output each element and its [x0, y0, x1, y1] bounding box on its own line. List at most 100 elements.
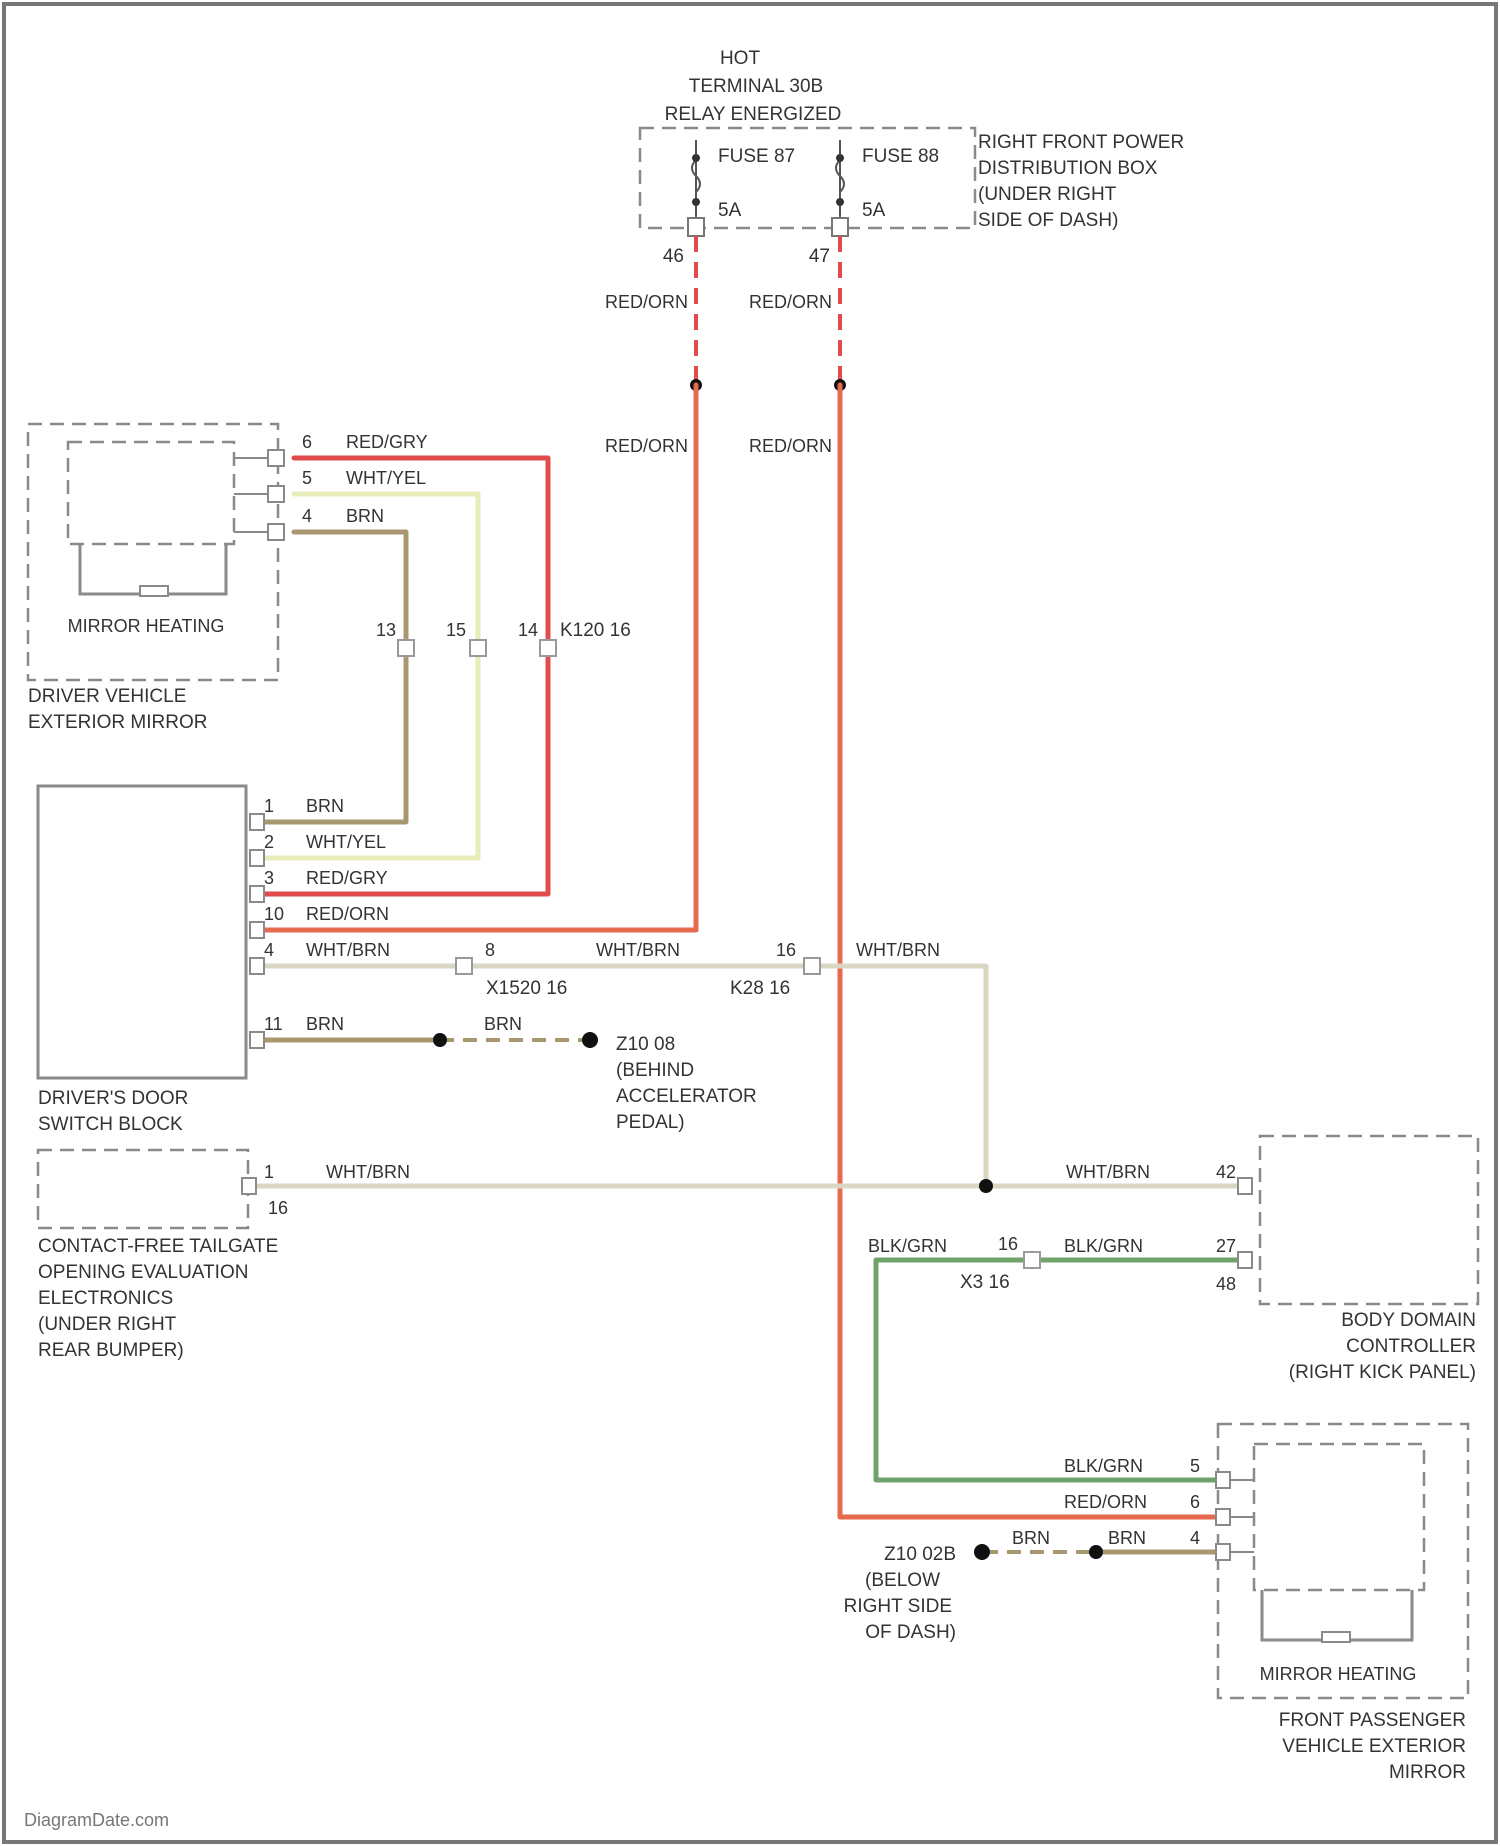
label-blk-grn-b: BLK/GRN	[1064, 1236, 1143, 1256]
z10-02b-line-4: OF DASH)	[865, 1622, 956, 1643]
hot-label: HOT TERMINAL 30B RELAY ENERGIZED	[665, 48, 842, 125]
label-wht-brn-e: WHT/BRN	[1066, 1162, 1150, 1182]
z10-02b-line-2: (BELOW	[865, 1570, 940, 1591]
k120-pin-13: 13	[376, 620, 396, 640]
tailgate-pin-1: 1	[264, 1162, 274, 1182]
label-wht-brn-b: WHT/BRN	[596, 940, 680, 960]
ground-z10-08-symbol	[582, 1032, 598, 1048]
door-switch-pin-4: 4	[264, 940, 274, 960]
bdc-connector-48: 48	[1216, 1274, 1236, 1294]
door-switch-pin-2: 2	[264, 832, 274, 852]
power-distribution-box-outline	[640, 128, 975, 228]
label-brn-a: BRN	[346, 506, 384, 526]
tailgate-label-2: OPENING EVALUATION	[38, 1262, 248, 1283]
label-red-orn-a: RED/ORN	[605, 292, 688, 312]
passenger-mirror-pin-5: 5	[1190, 1456, 1200, 1476]
ground-z10-02b-label: Z10 02B (BELOW RIGHT SIDE OF DASH)	[844, 1544, 956, 1643]
label-wht-brn-a: WHT/BRN	[306, 940, 390, 960]
connector-k28: 16 K28 16	[730, 940, 820, 999]
ground-z10-08-label: Z10 08 (BEHIND ACCELERATOR PEDAL)	[616, 1034, 757, 1133]
label-red-orn-c: RED/ORN	[605, 436, 688, 456]
label-brn-f: BRN	[1108, 1528, 1146, 1548]
label-red-orn-b: RED/ORN	[749, 292, 832, 312]
label-brn-e: BRN	[1012, 1528, 1050, 1548]
label-brn-d: BRN	[484, 1014, 522, 1034]
driver-mirror: MIRROR HEATING DRIVER VEHICLE EXTERIOR M…	[28, 424, 284, 733]
fuse-88: FUSE 88 5A 47	[809, 140, 939, 267]
x1520-pin: 8	[485, 940, 495, 960]
z10-08-line-3: ACCELERATOR	[616, 1086, 757, 1107]
k120-pin-15: 15	[446, 620, 466, 640]
z10-08-line-2: (BEHIND	[616, 1060, 694, 1081]
k28-pin: 16	[776, 940, 796, 960]
driver-mirror-pin-5: 5	[302, 468, 312, 488]
z10-02b-line-1: Z10 02B	[884, 1544, 956, 1565]
hot-label-line-3: RELAY ENERGIZED	[665, 104, 842, 125]
driver-mirror-heating-label: MIRROR HEATING	[68, 616, 225, 636]
pdb-label-line-2: DISTRIBUTION BOX	[978, 158, 1158, 179]
tailgate-label-4: (UNDER RIGHT	[38, 1314, 177, 1335]
door-switch-label-2: SWITCH BLOCK	[38, 1114, 183, 1135]
fuse-87-name: FUSE 87	[718, 146, 795, 167]
z10-08-line-1: Z10 08	[616, 1034, 675, 1055]
wire-brn-mirror	[258, 532, 406, 822]
label-red-orn-e: RED/ORN	[306, 904, 389, 924]
hot-label-line-2: TERMINAL 30B	[689, 76, 823, 97]
power-distribution-box-label: RIGHT FRONT POWER DISTRIBUTION BOX (UNDE…	[978, 132, 1184, 231]
fuse-88-pin: 47	[809, 246, 830, 267]
label-wht-brn-c: WHT/BRN	[856, 940, 940, 960]
door-switch-block: DRIVER'S DOOR SWITCH BLOCK	[38, 786, 264, 1135]
pdb-label-line-3: (UNDER RIGHT	[978, 184, 1117, 205]
label-blk-grn-a: BLK/GRN	[868, 1236, 947, 1256]
wire-blk-grn	[876, 1260, 1244, 1480]
driver-mirror-label-1: DRIVER VEHICLE	[28, 686, 186, 707]
fuse-88-rating: 5A	[862, 200, 886, 221]
passenger-mirror-label-1: FRONT PASSENGER	[1279, 1710, 1466, 1731]
ground-z10-02b-symbol	[974, 1544, 990, 1560]
splice-wht-brn	[979, 1179, 993, 1193]
x3-name: X3 16	[960, 1272, 1010, 1293]
passenger-mirror-pin-4: 4	[1190, 1528, 1200, 1548]
driver-mirror-pin-6: 6	[302, 432, 312, 452]
bdc-label-3: (RIGHT KICK PANEL)	[1289, 1362, 1476, 1383]
passenger-mirror-pin-6: 6	[1190, 1492, 1200, 1512]
door-switch-pin-3: 3	[264, 868, 274, 888]
hot-label-line-1: HOT	[720, 48, 761, 69]
tailgate-label-1: CONTACT-FREE TAILGATE	[38, 1236, 278, 1257]
connector-x1520: 8 X1520 16	[456, 940, 567, 999]
x3-pin: 16	[998, 1234, 1018, 1254]
fuse-88-name: FUSE 88	[862, 146, 939, 167]
splice-ground-1	[433, 1033, 447, 1047]
tailgate-electronics: CONTACT-FREE TAILGATE OPENING EVALUATION…	[38, 1150, 278, 1361]
door-switch-pin-11: 11	[264, 1014, 283, 1034]
driver-mirror-pin-4: 4	[302, 506, 312, 526]
label-red-orn-f: RED/ORN	[1064, 1492, 1147, 1512]
label-brn-c: BRN	[306, 1014, 344, 1034]
passenger-mirror-label-2: VEHICLE EXTERIOR	[1282, 1736, 1466, 1757]
pdb-label-line-1: RIGHT FRONT POWER	[978, 132, 1184, 153]
z10-08-line-4: PEDAL)	[616, 1112, 685, 1133]
z10-02b-line-3: RIGHT SIDE	[844, 1596, 952, 1617]
label-wht-yel-b: WHT/YEL	[306, 832, 386, 852]
k28-name: K28 16	[730, 978, 790, 999]
splice-ground-2	[1089, 1545, 1103, 1559]
fuse-87-pin: 46	[663, 246, 684, 267]
connector-k120: 13 15 14 K120 16	[376, 620, 631, 656]
label-wht-yel-a: WHT/YEL	[346, 468, 426, 488]
k120-pin-14: 14	[518, 620, 538, 640]
passenger-mirror-label-3: MIRROR	[1389, 1762, 1466, 1783]
label-blk-grn-c: BLK/GRN	[1064, 1456, 1143, 1476]
label-wht-brn-d: WHT/BRN	[326, 1162, 410, 1182]
door-switch-pin-1: 1	[264, 796, 274, 816]
driver-mirror-label-2: EXTERIOR MIRROR	[28, 712, 207, 733]
fuse-87-rating: 5A	[718, 200, 742, 221]
passenger-mirror-heating-label: MIRROR HEATING	[1260, 1664, 1417, 1684]
pdb-label-line-4: SIDE OF DASH)	[978, 210, 1118, 231]
tailgate-label-3: ELECTRONICS	[38, 1288, 173, 1309]
x1520-name: X1520 16	[486, 978, 567, 999]
wire-wht-yel	[258, 494, 478, 858]
body-domain-controller: BODY DOMAIN CONTROLLER (RIGHT KICK PANEL…	[1238, 1136, 1478, 1383]
bdc-label-2: CONTROLLER	[1346, 1336, 1476, 1357]
k120-name: K120 16	[560, 620, 631, 641]
